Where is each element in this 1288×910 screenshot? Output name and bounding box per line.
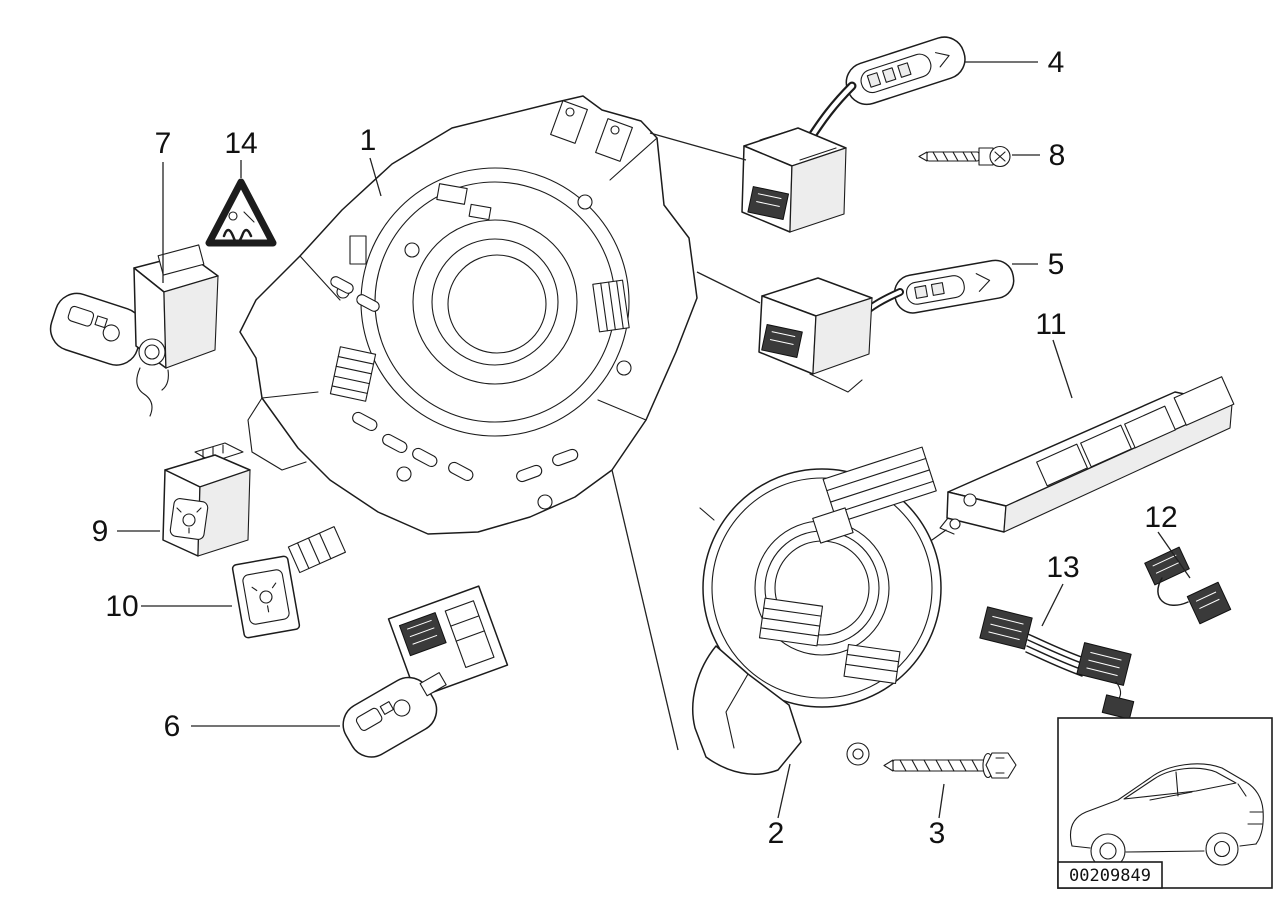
callout-8[interactable]: 8 (1049, 139, 1066, 172)
part-remote-key-ignition-switch (49, 244, 219, 417)
callout-13[interactable]: 13 (1046, 551, 1079, 584)
callout-7[interactable]: 7 (155, 127, 172, 160)
callout-3[interactable]: 3 (929, 817, 946, 850)
car-reference-box: 00209849 (1057, 717, 1273, 889)
leader-lines (117, 61, 1191, 819)
callout-14[interactable]: 14 (224, 127, 257, 160)
callout-9[interactable]: 9 (92, 515, 109, 548)
part-switch-unit-with-key (342, 585, 509, 758)
callout-labels: 1 2 3 4 5 6 7 8 9 10 11 12 13 14 (92, 46, 1178, 850)
callout-5[interactable]: 5 (1048, 248, 1065, 281)
part-connector-pair (1144, 546, 1232, 625)
part-bolt-long (883, 752, 1017, 779)
part-control-module (939, 376, 1235, 535)
callout-1[interactable]: 1 (360, 124, 377, 157)
part-clock-spring (692, 446, 947, 775)
part-screw-short (918, 145, 1011, 168)
part-gear-selector-stalk-switch (741, 36, 966, 233)
callout-12[interactable]: 12 (1144, 501, 1177, 534)
part-push-button-switch-lower (231, 526, 346, 639)
part-code-box: 00209849 (1057, 861, 1163, 889)
part-wiper-stalk-switch (758, 259, 1015, 393)
callout-10[interactable]: 10 (105, 590, 138, 623)
warning-triangle-icon (205, 178, 277, 247)
callout-11[interactable]: 11 (1035, 308, 1066, 341)
callout-4[interactable]: 4 (1048, 46, 1065, 79)
callout-2[interactable]: 2 (768, 817, 785, 850)
part-push-button-switch-upper (162, 442, 251, 557)
part-ribbon-cable (979, 606, 1135, 720)
part-code: 00209849 (1069, 866, 1151, 886)
part-steering-column-switch-housing (239, 95, 698, 535)
callout-6[interactable]: 6 (164, 710, 181, 743)
car-icon (1069, 763, 1264, 869)
